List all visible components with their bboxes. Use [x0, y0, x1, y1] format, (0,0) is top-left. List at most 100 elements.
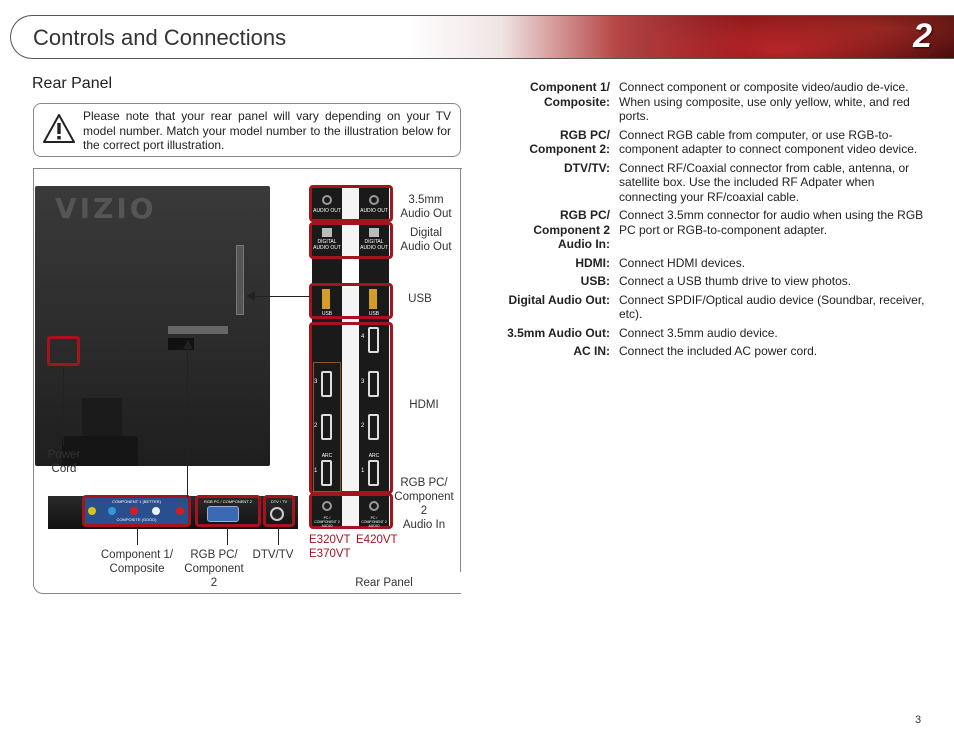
usb-port-left [322, 289, 330, 309]
spec-term: Component 1/ Composite: [530, 80, 610, 109]
model-label-left: E320VT E370VT [309, 534, 351, 560]
audio-out-text-right: AUDIO OUT [360, 208, 388, 214]
bottom-panel-arrowhead [183, 340, 193, 349]
power-leader-line [63, 366, 64, 446]
rgb-leader-line [227, 527, 228, 545]
dtv-callout: DTV/TV [252, 549, 294, 561]
hdmi-num-right-2: 2 [361, 423, 365, 429]
component-highlight [82, 495, 191, 527]
rgb-audio-jack-left [322, 501, 332, 511]
hdmi-block-left [313, 362, 341, 492]
spec-row: RGB PC/ Component 2 Audio In: Connect 3.… [505, 208, 925, 252]
tv-side-slot [236, 245, 244, 315]
warning-icon [43, 114, 75, 143]
hdmi-port-right-2 [368, 414, 379, 440]
spec-desc: Connect component or composite video/aud… [619, 80, 910, 123]
white-port [152, 507, 160, 515]
yellow-port [88, 507, 96, 515]
figure-caption: Rear Panel [355, 577, 413, 589]
composite-footer: COMPOSITE (GOOD) [116, 517, 157, 522]
spec-term: DTV/TV: [563, 160, 610, 175]
audio-jack-right [369, 195, 379, 205]
spec-row: 3.5mm Audio Out: Connect 3.5mm audio dev… [505, 326, 925, 341]
hdmi-port-left-3 [321, 371, 332, 397]
tv-port-area [168, 326, 228, 334]
power-cord-callout: Power Cord [47, 449, 81, 475]
usb-text-left: USB [321, 311, 333, 317]
model-label-right: E420VT [356, 534, 398, 546]
hdmi-callout: HDMI [409, 399, 439, 411]
power-cord-highlight [47, 336, 80, 366]
usb-port-right [369, 289, 377, 309]
tv-rear-illustration: VIZIO [35, 186, 270, 466]
component-callout: Component 1/ Composite [100, 549, 174, 575]
coax-port [270, 507, 284, 521]
rgb-audio-text-left: PC / COMPONENT 2 AUDIO [314, 516, 340, 528]
port-descriptions: Component 1/ Composite: Connect componen… [505, 80, 925, 363]
spec-desc: Connect a USB thumb drive to view photos… [619, 274, 852, 288]
component-leader-line [137, 527, 138, 545]
red-audio-port [176, 507, 184, 515]
spec-term: 3.5mm Audio Out: [507, 325, 610, 340]
spec-row: USB: Connect a USB thumb drive to view p… [505, 274, 925, 289]
spec-row: Component 1/ Composite: Connect componen… [505, 80, 925, 124]
dtv-highlight [263, 495, 295, 527]
component-header: COMPONENT 1 (BETTER) [112, 499, 161, 504]
note-text: Please note that your rear panel will va… [83, 109, 451, 152]
red-port [130, 507, 138, 515]
arc-text-right: ARC [368, 453, 380, 459]
hdmi-num-left-2: 2 [314, 423, 318, 429]
hdmi-num-left-3: 3 [314, 379, 318, 385]
digital-text-left: DIGITAL AUDIO OUT [313, 239, 341, 251]
spec-term: RGB PC/ Component 2: [529, 127, 610, 157]
audio-jack-left [322, 195, 332, 205]
rgb-audio-callout: RGB PC/ Component 2 Audio In [394, 477, 454, 531]
hdmi-port-left-1 [321, 460, 332, 486]
figure-frame-right [460, 168, 461, 572]
audio-out-callout: 3.5mm Audio Out [400, 194, 452, 220]
page-title: Controls and Connections [33, 25, 287, 50]
blue-port [108, 507, 116, 515]
hdmi-port-left-2 [321, 414, 332, 440]
arc-text-left: ARC [321, 453, 333, 459]
port-strip-right [359, 188, 389, 528]
chapter-header: Controls and Connections 2 [10, 15, 954, 59]
usb-callout: USB [408, 293, 432, 305]
spec-row: RGB PC/ Component 2: Connect RGB cable f… [505, 128, 925, 157]
figure-frame [33, 168, 462, 594]
note-box: Please note that your rear panel will va… [33, 103, 461, 157]
spec-desc: Connect RGB cable from computer, or use … [619, 127, 918, 157]
hdmi-num-right-3: 3 [361, 379, 365, 385]
hdmi-port-right-3 [368, 371, 379, 397]
section-title: Rear Panel [32, 75, 113, 92]
digital-audio-callout: Digital Audio Out [400, 227, 452, 253]
rgb-audio-text-right: PC / COMPONENT 2 AUDIO [361, 516, 387, 528]
spec-desc: Connect 3.5mm connector for audio when u… [619, 208, 924, 237]
tv-logo: VIZIO [55, 192, 157, 225]
audio-out-text-left: AUDIO OUT [313, 208, 341, 214]
spec-row: Digital Audio Out: Connect SPDIF/Optical… [505, 293, 925, 322]
spec-desc: Connect SPDIF/Optical audio device (Soun… [619, 292, 925, 322]
vga-port [207, 506, 239, 522]
hdmi-highlight [309, 322, 393, 494]
hdmi-num-left-1: 1 [314, 468, 318, 474]
spec-desc: Connect 3.5mm audio device. [619, 325, 778, 340]
page-number: 3 [915, 714, 922, 726]
rgb-audio-jack-right [369, 501, 379, 511]
optical-port-right [369, 228, 379, 237]
digital-text-right: DIGITAL AUDIO OUT [360, 239, 388, 251]
rgb-callout: RGB PC/ Component 2 [184, 549, 244, 589]
spec-term: HDMI: [575, 255, 610, 270]
spec-term: Digital Audio Out: [508, 292, 610, 307]
usb-highlight [309, 283, 393, 319]
tv-stand-base [62, 436, 138, 466]
dtv-header: DTV / TV [270, 499, 288, 504]
hdmi-port-right-4 [368, 327, 379, 353]
header-decoration [651, 16, 954, 58]
port-strip-left [312, 188, 342, 528]
optical-port-left [322, 228, 332, 237]
spec-desc: Connect HDMI devices. [619, 255, 746, 270]
spec-term: AC IN: [573, 344, 610, 358]
spec-term: RGB PC/ Component 2 Audio In: [533, 208, 610, 251]
bottom-panel-leader-line [187, 348, 188, 498]
